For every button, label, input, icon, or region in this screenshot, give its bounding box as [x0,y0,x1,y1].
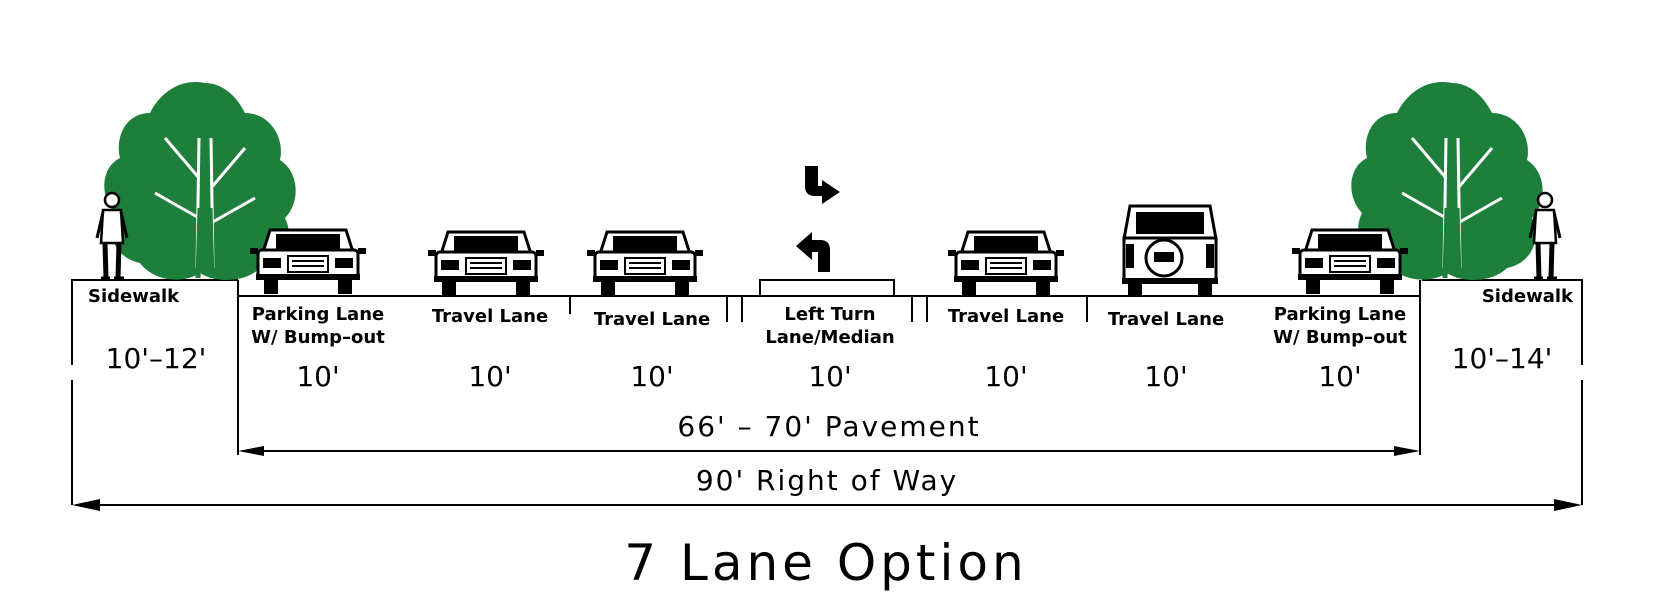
right-of-way-label: 90' Right of Way [696,464,958,497]
lane-label: Parking Lane [1274,304,1406,325]
lane-width: 10' [630,360,673,393]
lane-label: Parking Lane [252,304,384,325]
lane-label-line2: Lane/Median [765,327,894,348]
lane-travel-4: Travel Lane 10' [1108,309,1224,393]
lane-width: 10' [468,360,511,393]
lane-label: Travel Lane [432,306,548,327]
lane-travel-3: Travel Lane 10' [948,306,1064,393]
lane-label: Travel Lane [594,309,710,330]
lane-label: Travel Lane [1108,309,1224,330]
lane-left-turn-median: Left Turn Lane/Median 10' [765,304,894,393]
suv-rear-icon [1120,204,1220,298]
sidewalk-right-width: 10'–14' [1452,342,1553,375]
lane-parking-left: Parking Lane W/ Bump–out 10' [251,304,385,393]
car-front-icon [585,230,705,298]
ground-lines [71,279,1583,505]
right-of-way-dimension-line [72,499,1582,511]
pavement-dimension-line [238,446,1420,456]
sidewalk-left-label: Sidewalk [88,286,180,307]
lane-width: 10' [808,360,851,393]
turn-arrow-icon [796,166,840,272]
lane-travel-2: Travel Lane 10' [594,309,710,393]
pavement-width-label: 66' – 70' Pavement [677,410,980,443]
lane-width: 10' [1144,360,1187,393]
sidewalk-left-width: 10'–12' [106,342,207,375]
lane-travel-1: Travel Lane 10' [432,306,548,393]
lane-label-line2: W/ Bump–out [251,327,385,348]
sidewalk-right-label: Sidewalk [1482,286,1574,307]
lane-label: Left Turn [784,304,875,325]
lane-width: 10' [296,360,339,393]
lane-label: Travel Lane [948,306,1064,327]
lane-width: 10' [1318,360,1361,393]
lane-label-line2: W/ Bump–out [1273,327,1407,348]
car-front-icon [1290,228,1410,296]
car-front-icon [248,228,368,296]
car-front-icon [426,230,546,298]
car-front-icon [946,230,1066,298]
diagram-title: 7 Lane Option [624,534,1027,592]
lane-parking-right: Parking Lane W/ Bump–out 10' [1273,304,1407,393]
lane-width: 10' [984,360,1027,393]
